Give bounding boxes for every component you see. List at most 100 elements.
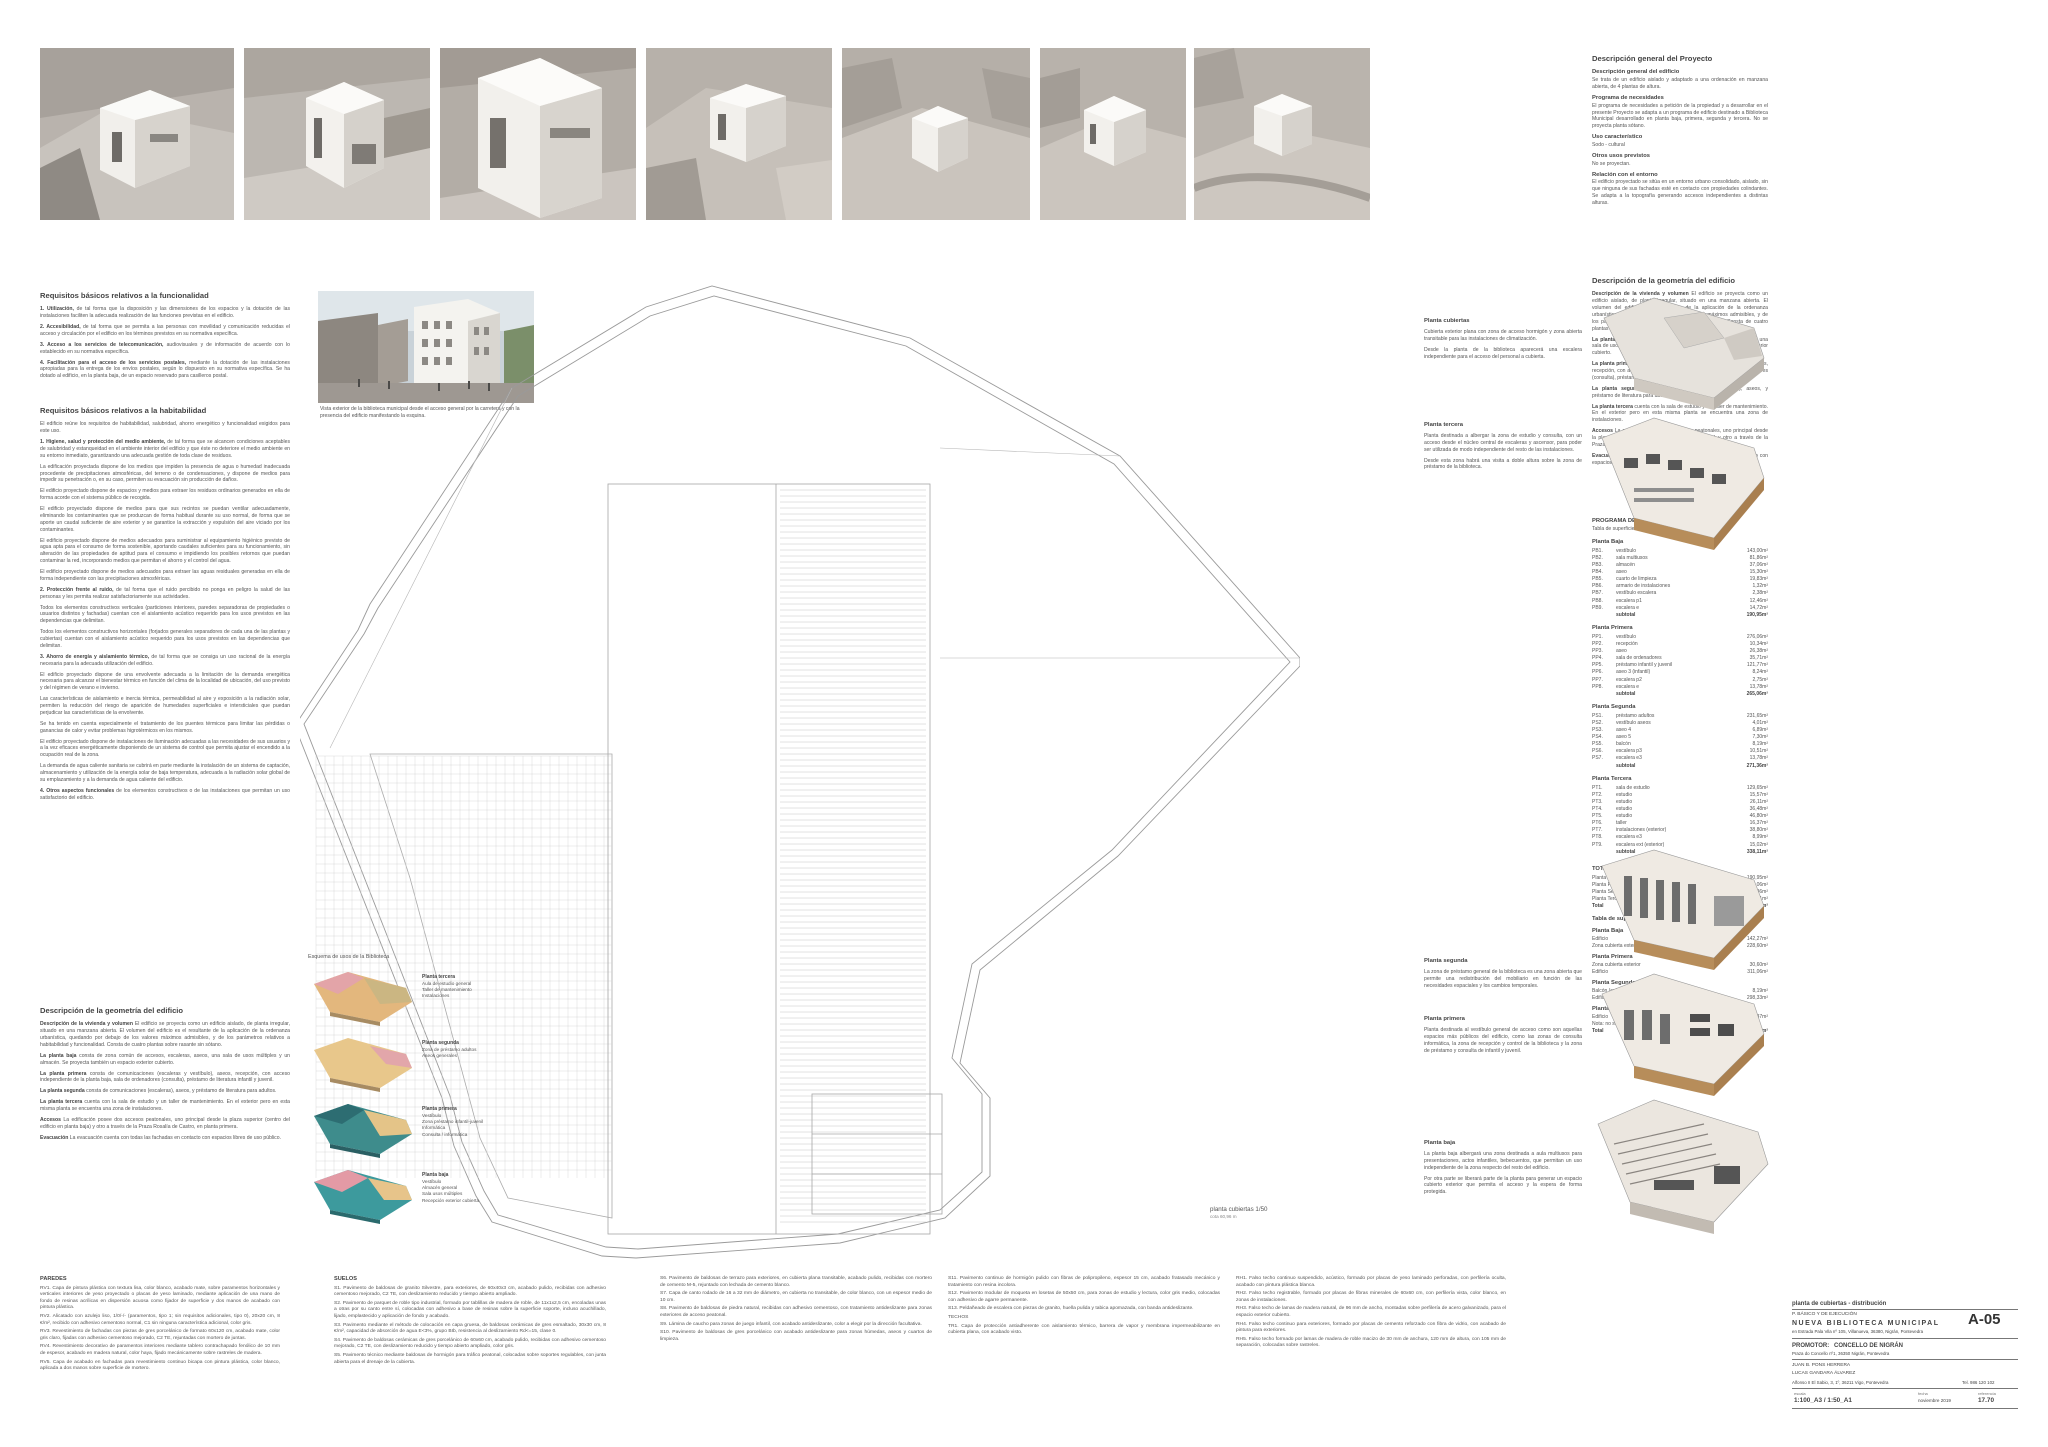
functional-item: 2. Accesibilidad, de tal forma que se pe… [40, 324, 290, 338]
tb-date: noviembre 2019 [1918, 1398, 1951, 1403]
tb-scale: 1:100_A3 / 1:50_A1 [1794, 1397, 1852, 1404]
tb-divider [1792, 1338, 2018, 1339]
geometry_left-item-head: Accesos [40, 1116, 61, 1123]
uses-scheme-ground: Planta baja Vestíbulo Almacén general Sa… [308, 1162, 520, 1224]
habitability-item: 2. Protección frente al ruido, de tal fo… [40, 587, 290, 601]
table-cell-code: PB7. [1592, 590, 1603, 597]
table-cell-name: Edificio [1592, 1014, 1609, 1020]
table-cell-value: 46,80m² [1749, 813, 1768, 819]
geometry-left-title: Descripción de la geometría del edificio [40, 1006, 184, 1015]
floor-desc-text: Planta destinada a albergar la zona de e… [1424, 432, 1582, 453]
floor-desc-third: Planta tercera Planta destinada a alberg… [1424, 422, 1582, 475]
table-cell-value: 129,65m² [1746, 784, 1768, 791]
table-cell-code: PT3. [1592, 798, 1603, 805]
table-cell-value: 37,06m² [1749, 561, 1768, 568]
table-cell-value: 190,95m² [1746, 874, 1768, 881]
plan-caption: planta cubiertas 1/50 [1210, 1206, 1268, 1213]
render-image-2 [244, 48, 430, 220]
title-block: planta de cubiertas - distribución P. BÁ… [1792, 1296, 2018, 1432]
spec-item: S9. Lámina de caucho para zonas de juego… [660, 1321, 922, 1327]
functional-item-text: audiovisuales y de información de acuerd… [40, 341, 290, 355]
floor-desc-title: Planta tercera [1424, 422, 1463, 428]
geometry_left-item-head: Descripción de la vivienda y volumen [40, 1021, 133, 1028]
table-cell-name: almacén [1616, 561, 1635, 568]
subtotal-label: subtotal [1616, 611, 1636, 618]
table-cell-value: 30,60m² [1749, 961, 1768, 968]
render-image-1 [40, 48, 234, 220]
functional-item-head: 1. Utilización, [40, 306, 74, 313]
functional-item-text: de tal forma que se permita a las person… [40, 324, 290, 337]
program-floor-title: Planta Tercera [1592, 775, 1632, 782]
geometry-right-title: Descripción de la geometría del edificio [1592, 276, 1736, 285]
table-cell-value: 8,19m² [1752, 741, 1768, 748]
spec-item: RH5. Falso techo formado por lamas de ma… [1236, 1336, 1506, 1349]
geometry_right-item-head: La planta segunda [1592, 385, 1643, 392]
axonometric-first-floor [1594, 954, 1772, 1106]
subtotal-value: 265,06m² [1746, 690, 1768, 697]
legend-line: Consulta / informática [422, 1131, 468, 1137]
tb-address: en Estrada Pala Vila nº 105, Villanueva,… [1792, 1329, 1924, 1334]
geometry_right-item-head: Descripción de la vivienda y volumen [1592, 291, 1689, 298]
spec-item: RV5. Capa de acabado en fachadas para re… [40, 1359, 280, 1372]
tb-divider [1792, 1309, 2018, 1310]
built-floor-title: Planta Primera [1592, 953, 1633, 960]
legend-line: Aula de estudio general [422, 980, 472, 986]
functionality-requirements: Requisitos básicos relativos a la funcio… [40, 291, 290, 384]
spec-heading: SUELOS [334, 1276, 358, 1282]
geometry_left-item: Evacuación La evacuación cuenta con toda… [40, 1135, 290, 1142]
geometry_right-item-head: La planta tercera [1592, 403, 1633, 410]
built-floor-title: Planta Baja [1592, 927, 1624, 934]
table-cell-value: 276,06m² [1746, 633, 1768, 640]
subtotal-label: subtotal [1616, 848, 1636, 855]
table-cell-name: estudio [1616, 813, 1633, 819]
table-cell-value: 19,83m² [1749, 576, 1768, 583]
tb-tel: Tel. 986 120 102 [1962, 1380, 1995, 1385]
spec-column-5: RH1. Falso techo continuo suspendido, ac… [1236, 1276, 1506, 1352]
built-total-label: Total [1592, 1028, 1604, 1035]
spec-item: TECHOS [948, 1315, 969, 1321]
functional-item: 1. Utilización, de tal forma que la disp… [40, 306, 290, 320]
spec-item: RV1. Capa de pintura plástica con textur… [40, 1285, 280, 1311]
table-cell-name: Planta Baja [1592, 874, 1618, 881]
habitability-item-head: 4. Otros aspectos funcionales [40, 787, 115, 794]
table-cell-name: estudio [1616, 791, 1633, 798]
tb-scale-label: escala [1794, 1391, 1806, 1396]
axonometric-third-floor [1594, 398, 1772, 558]
legend-line: Sala usos múltiples [422, 1191, 463, 1197]
total-label: Total [1592, 903, 1604, 910]
geometry_left-item-text: consta de comunicaciones (escaleras), as… [86, 1088, 277, 1095]
habitability-requirements: Requisitos básicos relativos a la habita… [40, 406, 290, 806]
table-cell-name: préstamo infantil y juvenil [1616, 662, 1673, 669]
habitability-item-text: El edificio proyectado dispone de medios… [40, 537, 290, 565]
legend-item-title: Planta segunda [422, 1040, 459, 1046]
table-cell-code [1592, 762, 1616, 769]
geometry_left-item: La planta tercera cuenta con la sala de … [40, 1099, 290, 1113]
render-image-7 [1194, 48, 1370, 220]
table-cell-code: PB6. [1592, 583, 1603, 590]
table-cell-name: escalera p2 [1616, 676, 1642, 683]
legend-line: Vestíbulo [422, 1112, 442, 1118]
table-cell-value: 311,06m² [1747, 969, 1768, 975]
spec-item: S12. Pavimento modular de moqueta en los… [948, 1291, 1220, 1303]
functionality-title: Requisitos básicos relativos a la funcio… [40, 291, 209, 300]
floor-desc-text: Desde esta zona habrá una visita a doble… [1424, 457, 1582, 471]
habitability-item: Todos los elementos constructivos horizo… [40, 629, 290, 650]
table-cell-name: escalera e3 [1616, 834, 1642, 841]
render-image-5 [842, 48, 1030, 220]
general-item-text: No se proyectan. [1592, 160, 1631, 167]
habitability-item-text: Todos los elementos constructivos vertic… [40, 604, 290, 625]
